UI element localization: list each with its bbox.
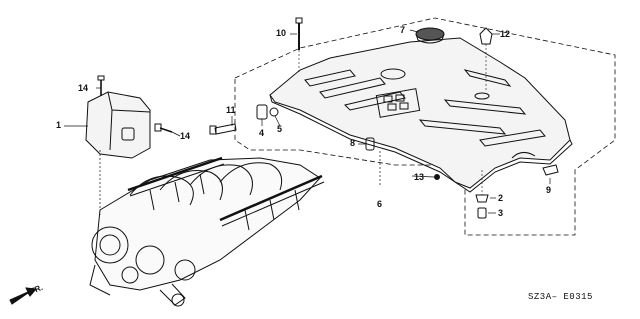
- callout-12: 12: [500, 29, 511, 39]
- callout-8: 8: [350, 138, 356, 148]
- bolt-part-14-top: [97, 75, 105, 96]
- callout-1: 1: [56, 120, 62, 130]
- stud-part-11: [209, 123, 237, 135]
- bolt-part-14-side: [154, 123, 173, 133]
- leader-lines: [64, 29, 551, 215]
- intake-manifold: [89, 156, 325, 307]
- callout-14-top: 14: [78, 83, 89, 93]
- clip-part-12: [479, 27, 493, 90]
- callout-13: 13: [414, 172, 425, 182]
- callout-7: 7: [400, 25, 406, 35]
- grommet-part-4: [256, 104, 268, 120]
- clip-part-13: [434, 174, 440, 180]
- pad-part-9: [542, 164, 559, 176]
- callout-5: 5: [277, 124, 283, 134]
- callout-6: 6: [377, 199, 383, 209]
- front-direction-arrow: [9, 287, 38, 305]
- assembly-boundary-dashed: [234, 17, 616, 236]
- bolt-part-10: [295, 17, 303, 72]
- grommet-part-2: [475, 170, 489, 203]
- engine-cover: [269, 37, 573, 193]
- callout-4: 4: [259, 128, 265, 138]
- callout-9: 9: [546, 185, 552, 195]
- oil-filler-cap-part-7: [415, 27, 445, 44]
- callout-10: 10: [276, 28, 287, 38]
- callout-2: 2: [498, 193, 504, 203]
- callout-11: 11: [226, 105, 236, 115]
- collar-part-3: [477, 207, 487, 219]
- callout-14-side: 14: [180, 131, 191, 141]
- callout-3: 3: [498, 208, 504, 218]
- diagram-code: SZ3A– E0315: [528, 292, 593, 302]
- washer-part-5: [269, 107, 279, 117]
- intake-cover-part-1: [85, 91, 151, 159]
